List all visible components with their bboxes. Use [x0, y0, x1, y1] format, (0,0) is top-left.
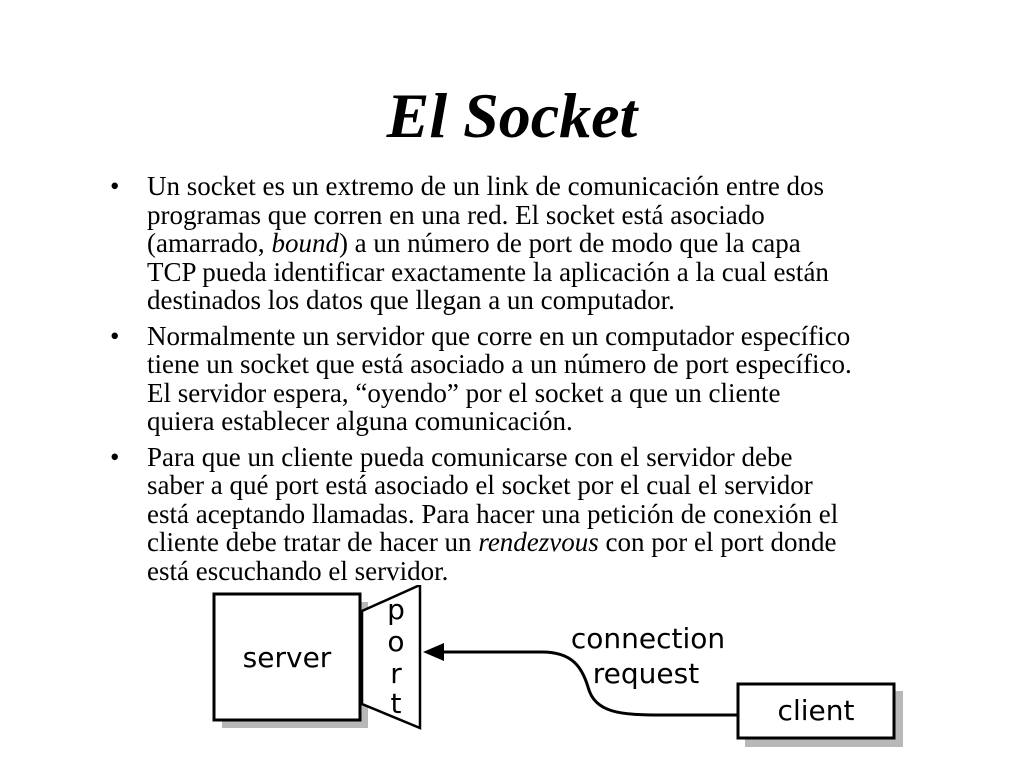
text-run: cliente debe tratar de hacer un [147, 527, 479, 557]
client-box [736, 682, 896, 740]
text-run: El servidor espera, “oyendo” por el sock… [147, 377, 781, 408]
bullet-dot: • [110, 171, 120, 201]
bullet-item: • Un socket es un extremo de un link de c… [110, 172, 970, 315]
bullet-text: Normalmente un servidor que corre en un … [147, 320, 970, 436]
arrowhead-icon [423, 643, 444, 661]
text-run: Normalmente un servidor que corre en un … [147, 320, 851, 351]
text-run: con por el port donde [598, 527, 837, 557]
request-label: request [593, 657, 699, 690]
server-box [212, 592, 362, 722]
text-run: TCP pueda identificar exactamente la apl… [147, 256, 829, 287]
port-letter-t: t [391, 687, 402, 720]
port-letter-p: p [387, 593, 405, 626]
bullet-line: saber a qué port está asociado el socket… [147, 471, 970, 500]
bullet-line: destinados los datos que llegan a un com… [147, 286, 970, 315]
server-label: server [243, 641, 332, 674]
bullet-line: TCP pueda identificar exactamente la apl… [147, 256, 970, 287]
text-run: quiera establecer alguna comunicación. [147, 406, 573, 436]
text-run: está aceptando llamadas. Para hacer una … [147, 498, 839, 529]
text-run: Para que un cliente pueda comunicarse co… [147, 441, 793, 472]
bullet-line: Un socket es un extremo de un link de co… [147, 172, 970, 201]
text-run: destinados los datos que llegan a un com… [147, 285, 675, 315]
port-letter-o: o [387, 625, 404, 658]
port-shape [360, 585, 422, 730]
text-run: ) a un número de port de modo que la cap… [338, 228, 801, 258]
bullet-text: Un socket es un extremo de un link de co… [147, 172, 970, 315]
bullet-line: (amarrado, bound) a un número de port de… [147, 229, 970, 258]
italic-term: rendezvous [478, 527, 599, 557]
bullet-dot: • [110, 320, 120, 351]
text-run: tiene un socket que está asociado a un n… [147, 349, 852, 379]
bullet-line: Para que un cliente pueda comunicarse co… [147, 441, 970, 472]
bullet-line: cliente debe tratar de hacer un rendezvo… [147, 528, 970, 557]
bullet-line: está escuchando el servidor. [147, 555, 970, 586]
text-run: Un socket es un extremo de un link de co… [147, 171, 825, 201]
slide-title: El Socket [386, 80, 638, 151]
connection-line [444, 650, 738, 717]
port-letter-r: r [390, 657, 402, 690]
bullet-item: • Para que un cliente pueda comunicarse c… [110, 441, 970, 586]
bullet-line: programas que corren en una red. El sock… [147, 199, 970, 230]
bullet-line: Normalmente un servidor que corre en un … [147, 320, 970, 351]
bullet-text: Para que un cliente pueda comunicarse co… [147, 441, 970, 586]
italic-term: bound [271, 228, 339, 258]
bullet-line: está aceptando llamadas. Para hacer una … [147, 498, 970, 529]
socket-diagram: server p o r t connection request client [212, 585, 903, 747]
bullet-item: • Normalmente un servidor que corre en un… [110, 320, 970, 436]
bullet-dot: • [110, 441, 120, 472]
connection-label: connection [571, 622, 725, 655]
bullet-line: quiera establecer alguna comunicación. [147, 407, 970, 436]
text-run: saber a qué port está asociado el socket… [147, 470, 813, 500]
bullet-line: El servidor espera, “oyendo” por el sock… [147, 377, 970, 408]
bullet-line: tiene un socket que está asociado a un n… [147, 350, 970, 379]
bullet-list: • Un socket es un extremo de un link de c… [110, 172, 970, 592]
client-label: client [778, 694, 855, 727]
text-run: (amarrado, [147, 228, 272, 258]
text-run: está escuchando el servidor. [147, 555, 449, 586]
text-run: programas que corren en una red. El sock… [147, 199, 765, 230]
